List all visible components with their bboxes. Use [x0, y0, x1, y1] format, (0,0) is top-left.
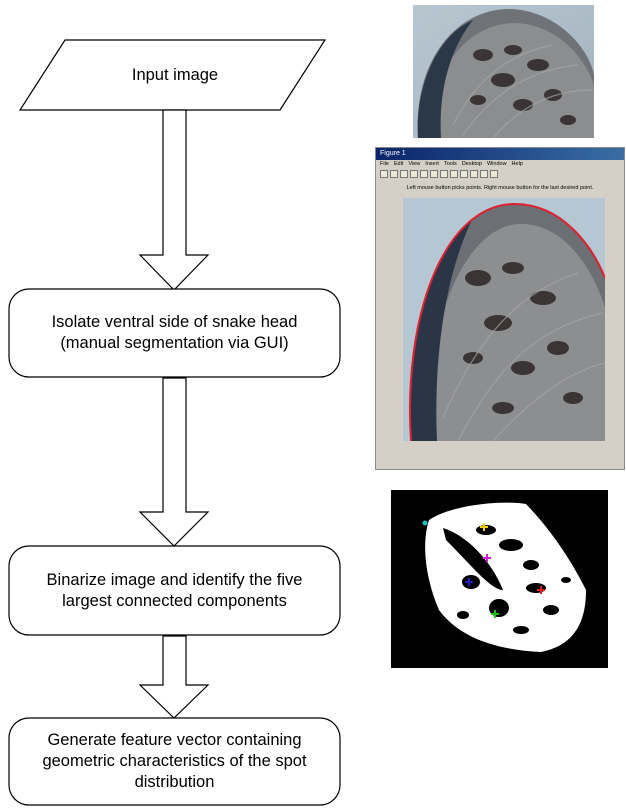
gui-title-bar: Figure 1	[376, 148, 624, 160]
gui-instruction: Left mouse button picks points. Right mo…	[376, 185, 624, 191]
zoom-in-icon[interactable]	[430, 170, 438, 178]
open-icon[interactable]	[390, 170, 398, 178]
legend-icon[interactable]	[490, 170, 498, 178]
step-input-label: Input image	[60, 55, 290, 95]
segmentation-gui-window: Figure 1 File Edit View Insert Tools Des…	[375, 147, 625, 470]
step-feature-label: Generate feature vector containing geome…	[9, 718, 340, 805]
gui-menu-window[interactable]: Window	[487, 160, 507, 169]
step-binarize-label: Binarize image and identify the five lar…	[9, 546, 340, 635]
binary-components-image	[391, 490, 608, 668]
gui-menu-desktop[interactable]: Desktop	[462, 160, 482, 169]
arrow-1	[140, 110, 208, 290]
data-cursor-icon[interactable]	[470, 170, 478, 178]
gui-toolbar	[376, 169, 624, 179]
zoom-out-icon[interactable]	[440, 170, 448, 178]
colorbar-icon[interactable]	[480, 170, 488, 178]
pointer-icon[interactable]	[420, 170, 428, 178]
snake-photo	[413, 5, 594, 138]
gui-menu-insert[interactable]: Insert	[425, 160, 439, 169]
gui-menu-view[interactable]: View	[408, 160, 420, 169]
gui-title: Figure 1	[380, 150, 406, 157]
segmented-snake-image[interactable]	[403, 198, 605, 441]
save-icon[interactable]	[400, 170, 408, 178]
gui-menu-help[interactable]: Help	[512, 160, 523, 169]
step-segment-label: Isolate ventral side of snake head (manu…	[9, 289, 340, 377]
arrow-3	[140, 636, 208, 718]
gui-menu-edit[interactable]: Edit	[394, 160, 403, 169]
gui-menu-tools[interactable]: Tools	[444, 160, 457, 169]
rotate-icon[interactable]	[460, 170, 468, 178]
gui-menu-bar: File Edit View Insert Tools Desktop Wind…	[376, 160, 624, 169]
arrow-2	[140, 378, 208, 546]
component-marker-6	[423, 521, 428, 526]
gui-menu-file[interactable]: File	[380, 160, 389, 169]
snake-head-image	[413, 5, 594, 138]
binarized-image	[391, 490, 608, 668]
print-icon[interactable]	[410, 170, 418, 178]
new-figure-icon[interactable]	[380, 170, 388, 178]
pan-icon[interactable]	[450, 170, 458, 178]
